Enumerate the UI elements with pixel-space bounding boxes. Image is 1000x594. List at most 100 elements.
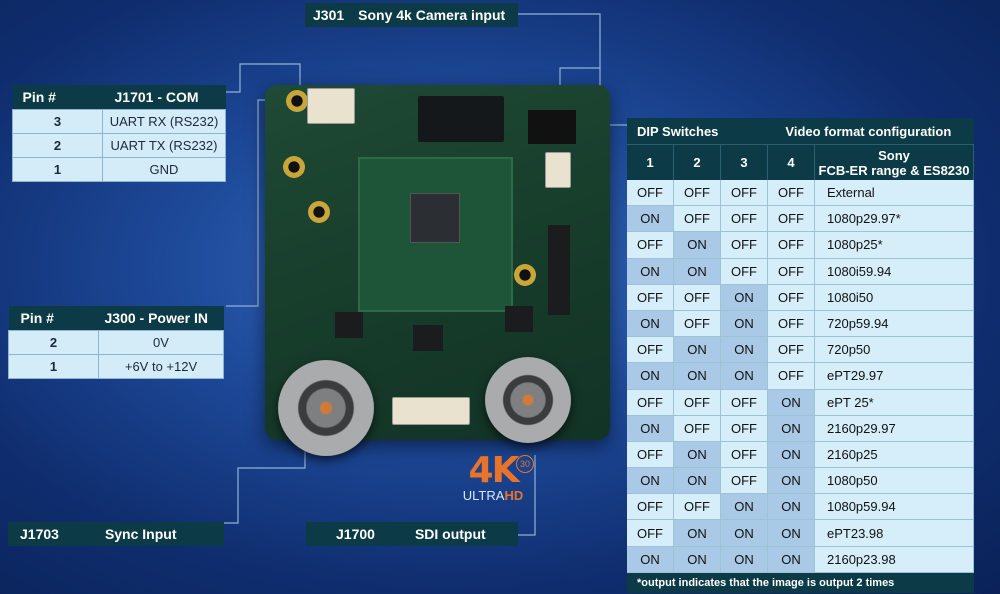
table-row: 3 UART RX (RS232) — [12, 108, 226, 134]
table-row: 1 GND — [12, 156, 226, 182]
table-row: 1 +6V to +12V — [8, 353, 224, 379]
switch-1-state: ON — [627, 468, 674, 495]
switch-1-state: OFF — [627, 389, 674, 416]
switch-1-state: ON — [627, 363, 674, 390]
video-format: 2160p25 — [815, 441, 974, 469]
switch-4-state: OFF — [768, 363, 815, 390]
logo-ultra: ULTRA — [462, 488, 505, 503]
switch-2-state: ON — [674, 337, 721, 364]
dip-column-headers: 1 2 3 4 Sony FCB-ER range & ES8230 — [627, 144, 974, 180]
j1703-text: Sync Input — [104, 526, 177, 542]
mounting-hole — [283, 156, 305, 178]
j301-id: J301 — [313, 7, 345, 23]
com-signal: UART RX (RS232) — [102, 108, 226, 134]
video-format: External — [815, 180, 974, 207]
dip-footnote: *output indicates that the image is outp… — [627, 572, 974, 593]
power-signal: 0V — [98, 329, 224, 355]
logo-hd: HD — [504, 488, 524, 503]
power-signal: +6V to +12V — [98, 353, 224, 379]
dip-title-right: Video format configuration — [785, 123, 952, 139]
smd-chip — [505, 306, 533, 332]
switch-1-state: OFF — [627, 520, 674, 547]
smd-chip — [413, 325, 443, 351]
switch-3-state: OFF — [721, 389, 768, 416]
col-header-4: 4 — [768, 145, 815, 180]
logo-ultrahd: ULTRAHD — [448, 489, 538, 503]
switch-4-state: OFF — [768, 206, 815, 233]
switch-2-state: ON — [674, 520, 721, 547]
switch-1-state: OFF — [627, 441, 674, 469]
switch-3-state: OFF — [721, 206, 768, 233]
video-format: 720p59.94 — [815, 310, 974, 338]
com-pin: 1 — [12, 156, 103, 182]
col-header-1: 1 — [627, 145, 674, 180]
video-format: 2160p29.97 — [815, 415, 974, 442]
switch-3-state: ON — [721, 363, 768, 390]
mounting-hole — [308, 201, 330, 223]
switch-4-state: ON — [768, 468, 815, 495]
switch-3-state: OFF — [721, 441, 768, 469]
video-format: 1080p29.97* — [815, 206, 974, 233]
com-title: J1701 - COM — [102, 85, 226, 109]
power-title: J300 - Power IN — [98, 306, 224, 330]
j1700-label: J1700 SDI output — [306, 522, 518, 546]
logo-4k-text: 4K — [468, 450, 520, 491]
switch-1-state: OFF — [627, 180, 674, 207]
smd-chip — [335, 312, 363, 338]
switch-2-state: ON — [674, 258, 721, 285]
video-format: 2160p23.98 — [815, 546, 974, 573]
switch-1-state: ON — [627, 206, 674, 233]
switch-2-state: OFF — [674, 389, 721, 416]
video-format: 1080p50 — [815, 468, 974, 495]
col-header-format-line1: Sony — [878, 147, 910, 163]
switch-3-state: OFF — [721, 232, 768, 259]
ribbon-connector — [548, 225, 570, 315]
switch-2-state: OFF — [674, 284, 721, 311]
switch-1-state: ON — [627, 310, 674, 338]
col-header-3: 3 — [721, 145, 768, 180]
col-header-2: 2 — [674, 145, 721, 180]
switch-3-state: ON — [721, 284, 768, 311]
switch-4-state: ON — [768, 494, 815, 521]
switch-1-state: OFF — [627, 494, 674, 521]
j1700-id: J1700 — [336, 526, 375, 542]
switch-2-state: ON — [674, 363, 721, 390]
com-pin: 3 — [12, 108, 103, 134]
switch-2-state: ON — [674, 441, 721, 469]
4k-ultrahd-logo: 4K 30 ULTRAHD — [448, 453, 538, 508]
j1703-label: J1703 Sync Input — [8, 522, 224, 546]
switch-2-state: OFF — [674, 310, 721, 338]
mounting-hole — [286, 90, 308, 112]
sync-bnc-connector — [278, 360, 374, 456]
switch-4-state: ON — [768, 415, 815, 442]
sdi-bnc-connector — [485, 357, 571, 443]
switch-1-state: ON — [627, 546, 674, 573]
sync-connector — [392, 397, 470, 425]
mounting-hole — [514, 264, 536, 286]
switch-1-state: OFF — [627, 232, 674, 259]
switch-2-state: OFF — [674, 206, 721, 233]
video-format: 1080p59.94 — [815, 494, 974, 521]
switch-3-state: ON — [721, 520, 768, 547]
switch-3-state: OFF — [721, 258, 768, 285]
switch-1-state: ON — [627, 415, 674, 442]
switch-2-state: ON — [674, 468, 721, 495]
memory-chip — [418, 96, 504, 142]
switch-4-state: ON — [768, 441, 815, 469]
dip-table-title-row: DIP Switches Video format configuration — [627, 118, 974, 144]
com-signal: GND — [102, 156, 226, 182]
switch-2-state: ON — [674, 232, 721, 259]
power-connector — [545, 152, 571, 188]
switch-4-state: OFF — [768, 284, 815, 311]
switch-4-state: ON — [768, 546, 815, 573]
